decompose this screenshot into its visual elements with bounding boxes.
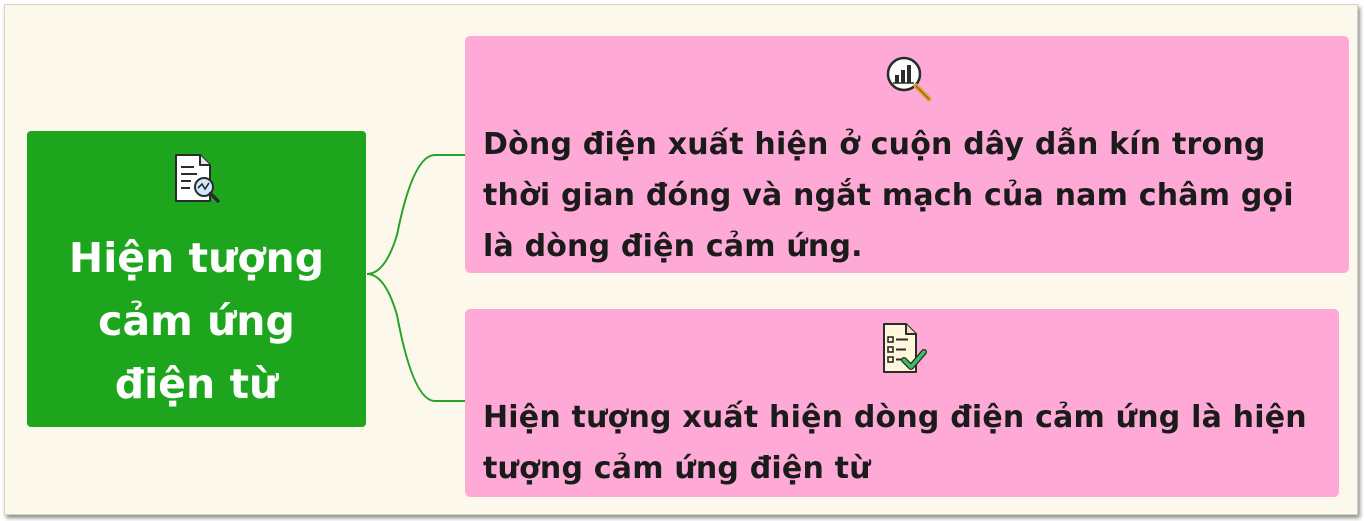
magnifier-chart-icon [886,56,932,102]
root-title: Hiện tượng cảm ứng điện từ [68,234,325,408]
branch-2-text: Hiện tượng xuất hiện dòng điện cảm ứng l… [483,400,1307,486]
branch-node-conclusion[interactable]: Hiện tượng xuất hiện dòng điện cảm ứng l… [465,309,1339,497]
branch-connectors [366,154,467,402]
mindmap-canvas: Hiện tượng cảm ứng điện từ Dòng điện xuấ… [4,4,1358,515]
connector-branch-1 [366,154,467,275]
document-analysis-icon [174,154,220,203]
root-topic[interactable]: Hiện tượng cảm ứng điện từ [27,131,366,427]
branch-node-definition[interactable]: Dòng điện xuất hiện ở cuộn dây dẫn kín t… [465,36,1349,273]
branch-1-text: Dòng điện xuất hiện ở cuộn dây dẫn kín t… [483,127,1294,264]
checklist-document-icon [883,323,927,373]
connector-branch-2 [366,273,467,402]
